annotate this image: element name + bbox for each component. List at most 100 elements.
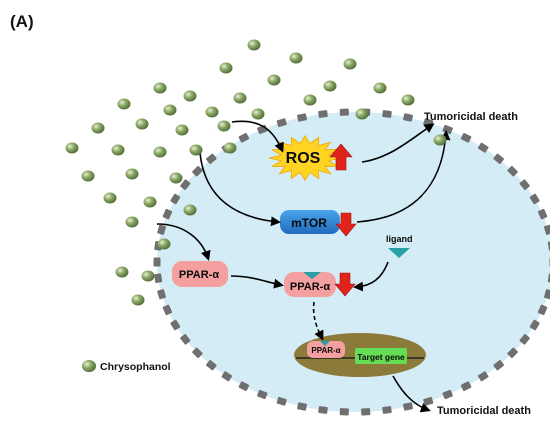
arrow-ligand-binding [353, 261, 389, 292]
membrane-receptor [154, 273, 163, 284]
chrysophanol-molecule [163, 104, 177, 116]
arrow-to-mtor [199, 152, 281, 227]
chrysophanol-molecule [251, 108, 265, 120]
membrane-receptor [238, 381, 250, 392]
membrane-receptor [180, 179, 191, 190]
membrane-receptor [180, 334, 191, 345]
chrysophanol-molecule [303, 94, 317, 106]
ppar-outer-node: PPAR-α [172, 261, 228, 287]
membrane-receptor [257, 389, 268, 400]
arrow-ros-death [361, 123, 435, 163]
membrane-receptor [493, 360, 504, 371]
chrysophanol-molecule [189, 144, 203, 156]
chrysophanol-molecule [323, 80, 337, 92]
chrysophanol-molecule [289, 52, 303, 64]
membrane-receptor [403, 113, 413, 122]
membrane-receptor [519, 179, 530, 190]
membrane-receptor [192, 347, 203, 359]
mtor-label: mTOR [291, 216, 327, 230]
chrysophanol-molecule [401, 94, 415, 106]
membrane-receptor [170, 319, 181, 331]
membrane-receptor [318, 110, 328, 118]
panel-label: (A) [10, 12, 34, 31]
chrysophanol-molecule [183, 204, 197, 216]
ppar-outer-label: PPAR-α [179, 269, 219, 281]
arrow-mtor-death [356, 130, 451, 223]
membrane-receptor [382, 110, 392, 118]
membrane-receptor [442, 389, 453, 400]
chrysophanol-molecule [111, 144, 125, 156]
chrysophanol-molecule [157, 238, 171, 250]
membrane-receptor [206, 360, 217, 371]
membrane-receptor [361, 408, 371, 416]
legend: Chrysophanol [82, 360, 171, 373]
chrysophanol-molecule [103, 192, 117, 204]
ppar-inner-box [284, 272, 336, 297]
membrane-receptor [460, 132, 472, 143]
chrysophanol-molecule [153, 82, 167, 94]
chrysophanol-molecule [247, 39, 261, 51]
ligand-node: ligand [386, 234, 413, 258]
membrane-receptor [460, 381, 472, 392]
membrane-receptors [153, 108, 550, 416]
membrane-receptor [206, 153, 217, 164]
tumoricidal-death-bottom-label: Tumoricidal death [437, 405, 531, 417]
target-gene-label: Target gene [357, 352, 405, 362]
ppar-nucleus-label: PPAR-α [311, 346, 340, 355]
chrysophanol-molecule [117, 98, 131, 110]
membrane-receptor [192, 165, 203, 177]
membrane-receptor [153, 257, 161, 267]
membrane-receptor [544, 289, 550, 300]
chrysophanol-molecules [65, 39, 447, 306]
membrane-receptor [276, 118, 287, 128]
legend-label: Chrysophanol [100, 361, 171, 373]
ligand-icon [388, 248, 410, 258]
membrane-receptor [403, 402, 413, 411]
bound-ligand-icon [320, 341, 330, 346]
legend-molecule-icon [82, 360, 96, 372]
membrane-receptor [297, 402, 307, 411]
chrysophanol-molecule [141, 270, 155, 282]
chrysophanol-molecule [433, 134, 447, 146]
membrane-receptor [276, 396, 287, 406]
mtor-down-arrow-icon [335, 212, 357, 237]
membrane-receptor [162, 208, 173, 220]
target-gene-box [355, 348, 407, 364]
membrane-receptor [238, 132, 250, 143]
chrysophanol-molecule [343, 58, 357, 70]
pathway-arrows [156, 120, 451, 413]
chrysophanol-molecule [205, 106, 219, 118]
ppar-inner-node: PPAR-α [284, 272, 356, 297]
chrysophanol-molecule [143, 196, 157, 208]
membrane-receptor [537, 304, 548, 316]
ppar-nucleus-box [307, 341, 345, 358]
membrane-receptor [221, 371, 233, 382]
chrysophanol-molecule [373, 82, 387, 94]
chrysophanol-molecule [219, 62, 233, 74]
membrane-receptor [170, 193, 181, 205]
nucleus: Target gene PPAR-α [294, 333, 426, 377]
ppar-inner-label: PPAR-α [290, 281, 330, 293]
ros-node: ROS [268, 134, 353, 182]
arrow-nuclear-translocation [312, 301, 324, 341]
ros-burst-icon [268, 134, 342, 182]
chrysophanol-molecule [91, 122, 105, 134]
membrane-receptor [339, 108, 349, 116]
chrysophanol-molecule [183, 90, 197, 102]
membrane-receptor [162, 304, 173, 316]
chrysophanol-molecule [267, 74, 281, 86]
membrane-receptor [493, 153, 504, 164]
membrane-receptor [157, 289, 166, 300]
bound-ligand-icon [303, 272, 321, 279]
membrane-receptor [339, 408, 349, 416]
ros-up-arrow-icon [329, 143, 353, 171]
chrysophanol-molecule [217, 120, 231, 132]
membrane-receptor [477, 142, 489, 153]
ppar-down-arrow-icon [334, 272, 356, 297]
chrysophanol-molecule [125, 168, 139, 180]
membrane-receptor [507, 347, 518, 359]
membrane-receptor [477, 371, 489, 382]
ros-label: ROS [286, 150, 321, 167]
chrysophanol-molecule [153, 146, 167, 158]
